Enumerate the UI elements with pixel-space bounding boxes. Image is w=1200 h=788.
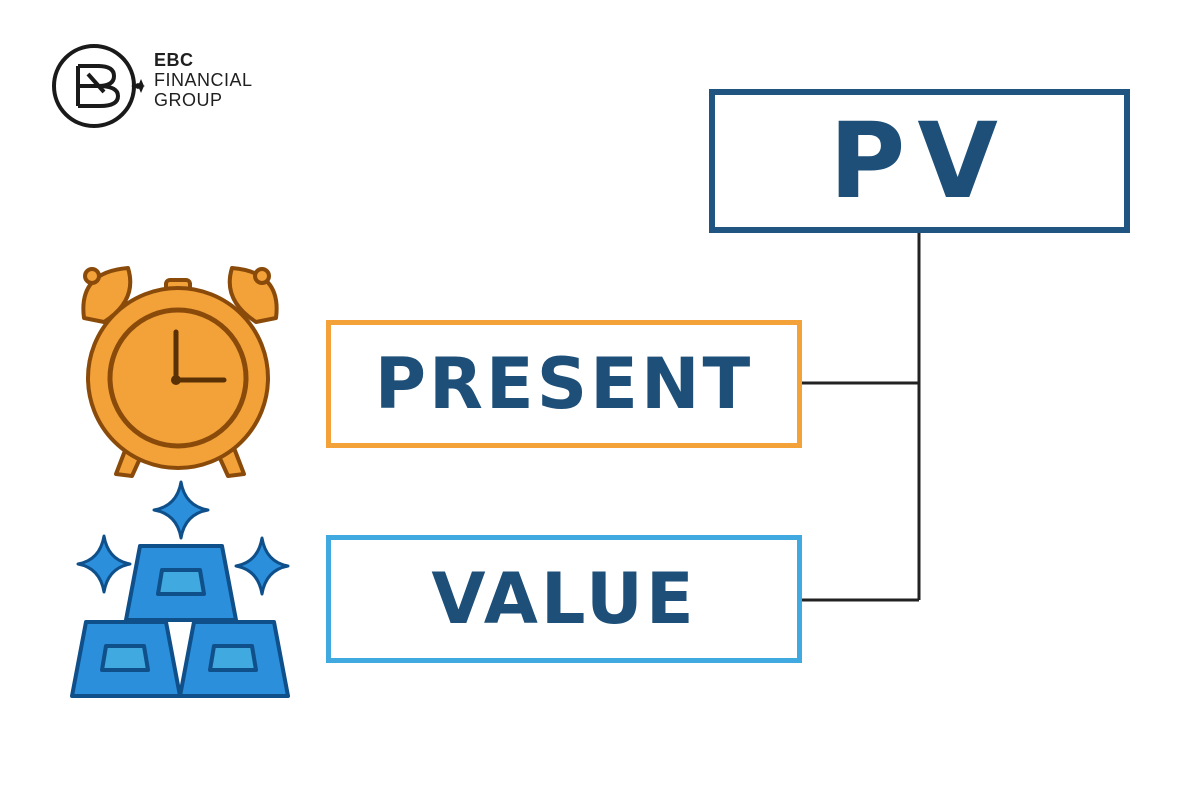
illustrations xyxy=(70,266,290,698)
alarm-clock-icon xyxy=(81,266,279,478)
value-box: VALUE xyxy=(326,535,802,663)
ebc-logo-icon xyxy=(52,44,145,128)
logo-text: EBC FINANCIAL GROUP xyxy=(154,50,253,110)
logo-line-3: GROUP xyxy=(154,90,223,110)
pv-box: PV xyxy=(709,89,1130,233)
present-box: PRESENT xyxy=(326,320,802,448)
logo-line-2: FINANCIAL xyxy=(154,70,253,90)
gold-bars-icon xyxy=(70,544,290,698)
sparkle-icon xyxy=(76,480,290,596)
logo-line-1: EBC xyxy=(154,50,194,70)
brand-logo: EBC FINANCIAL GROUP xyxy=(52,44,282,134)
